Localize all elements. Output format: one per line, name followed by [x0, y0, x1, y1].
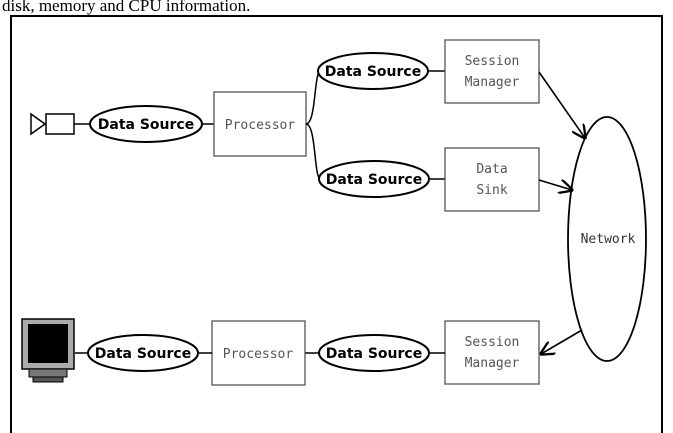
data-sink-label: Sink — [476, 183, 507, 198]
data-source-node: Data Source — [89, 105, 203, 143]
data-sink-node: Data Sink — [444, 147, 540, 212]
flow-arrow — [538, 71, 585, 138]
figure-caption: disk, memory and CPU information. — [2, 0, 251, 15]
session-manager-label: Manager — [465, 75, 520, 90]
processor-node: Processor — [211, 320, 306, 386]
processor-label: Processor — [223, 347, 294, 362]
data-source-label: Data Source — [326, 172, 422, 188]
session-manager-node: Session Manager — [444, 320, 540, 385]
data-sink-label: Data — [476, 162, 507, 177]
diagram-frame — [10, 15, 663, 433]
network-node: Network — [567, 116, 647, 362]
processor-label: Processor — [225, 118, 296, 133]
monitor-icon — [21, 318, 75, 383]
data-source-label: Data Source — [325, 64, 421, 80]
data-source-node: Data Source — [318, 334, 430, 372]
processor-node: Processor — [213, 91, 307, 157]
data-source-label: Data Source — [95, 346, 191, 362]
camera-icon — [30, 112, 75, 136]
session-manager-label: Manager — [465, 356, 520, 371]
branch-connector — [305, 123, 321, 180]
data-source-label: Data Source — [326, 346, 422, 362]
data-source-label: Data Source — [98, 117, 194, 133]
flow-arrow — [541, 329, 583, 354]
network-label: Network — [581, 232, 636, 247]
branch-connector — [305, 70, 321, 125]
session-manager-label: Session — [465, 54, 520, 69]
flow-arrow — [538, 179, 572, 190]
data-source-node: Data Source — [317, 52, 429, 90]
data-source-node: Data Source — [87, 334, 199, 372]
data-source-node: Data Source — [318, 160, 430, 198]
session-manager-node: Session Manager — [444, 39, 540, 104]
session-manager-label: Session — [465, 335, 520, 350]
